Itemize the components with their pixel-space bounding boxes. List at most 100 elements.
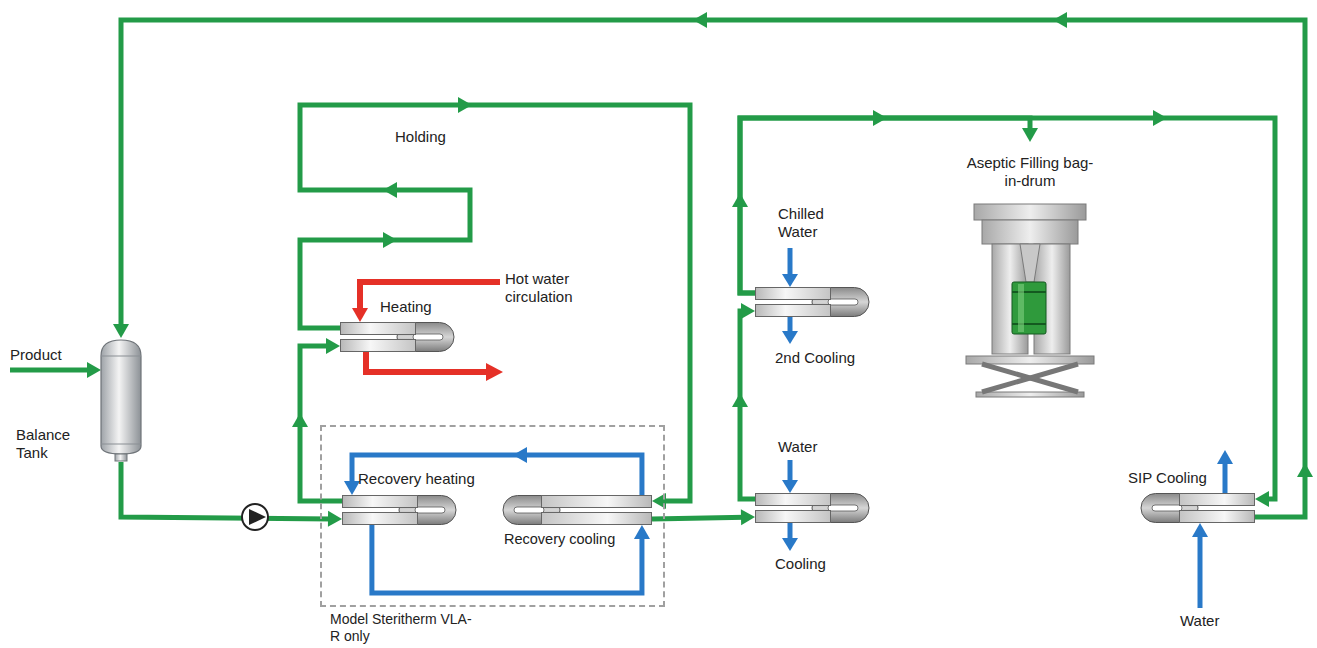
filler-part xyxy=(982,220,1078,244)
arrow-head xyxy=(486,363,503,381)
model-region: Model Steritherm VLA-R onlyRecovery heat… xyxy=(320,425,665,607)
water-line xyxy=(788,248,793,276)
flow-arrow xyxy=(1153,110,1167,126)
node-label: Balance Tank xyxy=(16,426,88,462)
heat-exchanger: 2nd Cooling xyxy=(755,287,870,317)
tank-shape xyxy=(100,338,142,462)
drum xyxy=(1012,282,1046,334)
exchanger-shape xyxy=(342,495,457,525)
tube xyxy=(542,513,652,525)
tube xyxy=(343,496,418,508)
u-slot xyxy=(828,505,858,511)
water-line xyxy=(788,317,793,333)
flow-arrow xyxy=(732,393,748,407)
exchanger-shape xyxy=(1140,493,1255,523)
heat-exchanger: Heating xyxy=(340,322,455,352)
arrow-head xyxy=(782,538,798,551)
flow-arrow xyxy=(383,232,397,248)
filler-nozzle xyxy=(1020,244,1040,282)
node-label: SIP Cooling xyxy=(1128,469,1207,487)
balance-tank: Balance Tank xyxy=(100,338,142,462)
flow-arrow xyxy=(1053,12,1067,28)
arrow-head xyxy=(344,481,360,495)
flow-arrow xyxy=(1297,463,1313,477)
pump-triangle xyxy=(249,509,266,525)
exchanger-shape xyxy=(755,493,870,523)
arrow-head xyxy=(1022,128,1038,142)
arrow-head xyxy=(328,511,342,527)
flow-arrow xyxy=(693,12,707,28)
node-label: Cooling xyxy=(775,555,826,573)
arrow-head xyxy=(113,324,129,338)
arrow-head xyxy=(741,509,755,525)
arrow-head xyxy=(782,274,798,287)
exchanger-shape xyxy=(340,322,455,352)
flow-pipe xyxy=(740,118,1275,499)
tube xyxy=(756,305,831,317)
flow-arrow xyxy=(513,447,527,463)
pump-symbol xyxy=(242,504,268,530)
heat-exchanger: Cooling xyxy=(755,493,870,523)
node-label: Heating xyxy=(380,298,432,316)
aseptic-filler: Aseptic Filling bag-in-drum xyxy=(960,142,1100,400)
flow-label: Water xyxy=(778,438,817,456)
filler-part xyxy=(974,204,1086,220)
tube xyxy=(542,496,652,508)
hot-water-line xyxy=(366,352,488,372)
filler-part xyxy=(976,392,1084,397)
heat-exchanger: Recovery cooling xyxy=(502,495,652,525)
arrow-head xyxy=(1217,450,1233,464)
flow-label: Hot water circulation xyxy=(505,270,600,306)
arrow-head xyxy=(634,525,650,539)
drum-band xyxy=(1012,291,1046,293)
tube xyxy=(1180,494,1255,506)
flow-pipe xyxy=(121,20,1305,517)
tube xyxy=(756,494,831,506)
heat-exchanger: Recovery heating xyxy=(342,495,457,525)
arrow-head xyxy=(741,303,755,319)
node-label: Recovery heating xyxy=(358,470,475,488)
flow-pipe xyxy=(372,525,642,593)
node-label: 2nd Cooling xyxy=(775,349,855,367)
flow-label: Water xyxy=(1180,612,1219,630)
product-inlet xyxy=(10,368,90,373)
node-label: Recovery cooling xyxy=(504,531,615,548)
tube xyxy=(756,288,831,300)
flow-arrow xyxy=(732,193,748,207)
node-label: Aseptic Filling bag-in-drum xyxy=(960,154,1100,190)
tube xyxy=(341,323,416,335)
flow-arrow xyxy=(383,182,397,198)
exchanger-shape xyxy=(755,287,870,317)
arrow-head xyxy=(352,308,368,322)
u-slot xyxy=(1152,505,1182,511)
flow-pipe xyxy=(352,455,642,495)
water-line xyxy=(788,523,793,540)
node-label: Model Steritherm VLA-R only xyxy=(330,611,480,645)
u-slot xyxy=(415,507,445,513)
flow-pipe xyxy=(652,517,745,519)
flow-pipe xyxy=(300,105,690,501)
flow-label: Chilled Water xyxy=(778,205,840,241)
scissor-arm xyxy=(982,364,1078,392)
arrow-head xyxy=(326,338,340,354)
water-line xyxy=(788,460,793,482)
scissor-arm xyxy=(982,364,1078,392)
arrow-head xyxy=(1255,491,1269,507)
tube xyxy=(341,340,416,352)
water-line xyxy=(1198,535,1203,608)
water-line xyxy=(1223,462,1228,493)
flow-label: Holding xyxy=(395,128,446,146)
arrow-head xyxy=(782,331,798,344)
flow-label: Product xyxy=(10,346,62,364)
drum-highlight xyxy=(1018,284,1024,332)
heat-exchanger: SIP Cooling xyxy=(1140,493,1255,523)
tube xyxy=(756,511,831,523)
flow-arrow xyxy=(873,110,887,126)
tank-body xyxy=(101,340,141,454)
u-slot xyxy=(514,507,544,513)
exchanger-shape xyxy=(502,495,652,525)
flow-arrow xyxy=(292,413,308,427)
